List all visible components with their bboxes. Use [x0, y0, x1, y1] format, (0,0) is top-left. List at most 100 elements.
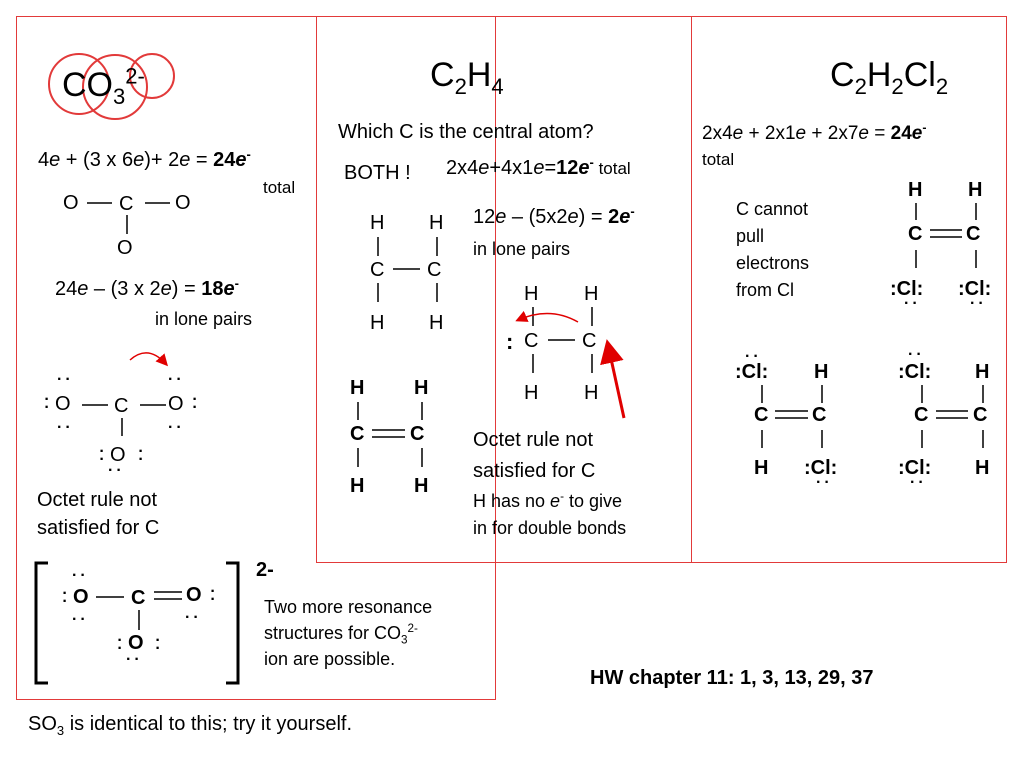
h-note-2: in for double bonds — [473, 518, 627, 538]
lone-pair: ·· — [57, 371, 74, 388]
atom-cl: :Cl: — [735, 361, 769, 383]
lone-pair: ·· — [168, 371, 185, 388]
atom-c: C — [427, 259, 442, 281]
atom-h: H — [429, 212, 444, 234]
atom-c: C — [370, 259, 385, 281]
atom-h: H — [414, 475, 429, 497]
co3-electron-calc: 4e + (3 x 6e)+ 2e = 24e- — [38, 146, 251, 171]
lone-pair: ·· — [72, 611, 89, 628]
atom-h: H — [350, 475, 365, 497]
h-note-1: H has no e- to give — [473, 490, 623, 511]
lone-pair: ·· — [108, 462, 125, 479]
lone-pair: ·· — [908, 346, 925, 363]
atom-c: C — [410, 423, 425, 445]
lone-pair: ·· — [168, 419, 185, 436]
c2h2cl2-panel — [691, 16, 1007, 563]
co3-formula: CO32- — [62, 63, 145, 109]
lone-pair: ·· — [44, 391, 50, 416]
atom-h: H — [975, 457, 990, 479]
lone-pair: ·· — [185, 609, 202, 626]
atom-h: H — [524, 382, 539, 404]
co3-lone-pairs-label: in lone pairs — [155, 309, 253, 329]
co3-total-label: total — [263, 178, 296, 197]
atom-o: O — [73, 586, 89, 608]
atom-o: O — [128, 632, 144, 654]
atom-o: O — [175, 192, 191, 214]
lone-pair: ·· — [117, 632, 123, 657]
homework-assignment: HW chapter 11: 1, 3, 13, 29, 37 — [590, 667, 874, 689]
atom-o: O — [168, 393, 184, 415]
atom-c: C — [966, 223, 981, 245]
c2h2cl2-electron-calc: 2x4e + 2x1e + 2x7e = 24e- — [702, 120, 927, 144]
c2h2cl2-formula: C2H2Cl2 — [830, 56, 949, 99]
c2h2cl2-total-label: total — [702, 150, 735, 169]
atom-cl: :Cl: — [958, 278, 992, 300]
atom-h: H — [350, 377, 365, 399]
atom-cl: :Cl: — [898, 361, 932, 383]
lone-pair: ·· — [904, 295, 921, 312]
lone-pair: ·· — [210, 583, 216, 608]
c2h4-octet-note-2: satisfied for C — [473, 460, 596, 482]
central-atom-question: Which C is the central atom? — [338, 121, 594, 143]
atom-h: H — [370, 212, 385, 234]
atom-h: H — [975, 361, 990, 383]
c2h4-octet-note-1: Octet rule not — [473, 429, 594, 451]
atom-c: C — [524, 330, 539, 352]
atom-c: C — [114, 395, 129, 417]
atom-cl: :Cl: — [890, 278, 924, 300]
atom-c: C — [812, 404, 827, 426]
c2h4-formula: C2H4 — [430, 56, 504, 99]
cl-note-1: C cannot — [736, 199, 809, 219]
atom-h: H — [414, 377, 429, 399]
resonance-note-3: ion are possible. — [264, 649, 396, 669]
atom-h: H — [584, 283, 599, 305]
lone-pair: ·· — [62, 585, 68, 610]
lone-pair: ·· — [970, 295, 987, 312]
atom-o: O — [186, 584, 202, 606]
cl-note-4: from Cl — [736, 280, 794, 300]
atom-h: H — [754, 457, 769, 479]
co3-octet-note-2: satisfied for C — [37, 517, 160, 539]
lone-pair: : — [506, 329, 514, 354]
cl-note-3: electrons — [736, 253, 810, 273]
atom-h: H — [814, 361, 829, 383]
lone-pair: ·· — [138, 443, 144, 468]
lone-pair: ·· — [72, 567, 89, 584]
atom-c: C — [973, 404, 988, 426]
lone-pair: ·· — [155, 632, 161, 657]
atom-c: C — [914, 404, 929, 426]
so3-note: SO3 is identical to this; try it yoursel… — [28, 713, 353, 738]
resonance-note-1: Two more resonance — [264, 597, 433, 617]
lone-pair: ·· — [816, 474, 833, 491]
atom-h: H — [429, 312, 444, 334]
co3-octet-note-1: Octet rule not — [37, 489, 158, 511]
atom-c: C — [350, 423, 365, 445]
lone-pair: ·· — [99, 443, 105, 468]
lone-pair: ·· — [57, 419, 74, 436]
atom-h: H — [908, 179, 923, 201]
resonance-note-2: structures for CO32- — [264, 622, 418, 647]
atom-o: O — [110, 444, 126, 466]
lone-pair: ·· — [745, 348, 762, 365]
c2h4-lone-pairs-label: in lone pairs — [473, 239, 571, 259]
c2h4-electron-calc: 2x4e+4x1e=12e- total — [446, 154, 631, 179]
atom-o: O — [63, 192, 79, 214]
atom-h: H — [584, 382, 599, 404]
atom-h: H — [370, 312, 385, 334]
co3-lone-calc: 24e – (3 x 2e) = 18e- — [55, 275, 239, 300]
atom-c: C — [119, 193, 134, 215]
atom-c: C — [582, 330, 597, 352]
atom-cl: :Cl: — [898, 457, 932, 479]
lone-pair: ·· — [910, 474, 927, 491]
atom-o: O — [55, 393, 71, 415]
lone-pair: ·· — [192, 391, 198, 416]
atom-o: O — [117, 237, 133, 259]
atom-cl: :Cl: — [804, 457, 838, 479]
atom-h: H — [968, 179, 983, 201]
atom-c: C — [908, 223, 923, 245]
ion-charge: 2- — [256, 559, 274, 581]
c2h4-lone-calc: 12e – (5x2e) = 2e- — [473, 203, 635, 228]
both-label: BOTH ! — [344, 162, 411, 184]
lone-pair: ·· — [126, 651, 143, 668]
cl-note-2: pull — [736, 226, 765, 246]
